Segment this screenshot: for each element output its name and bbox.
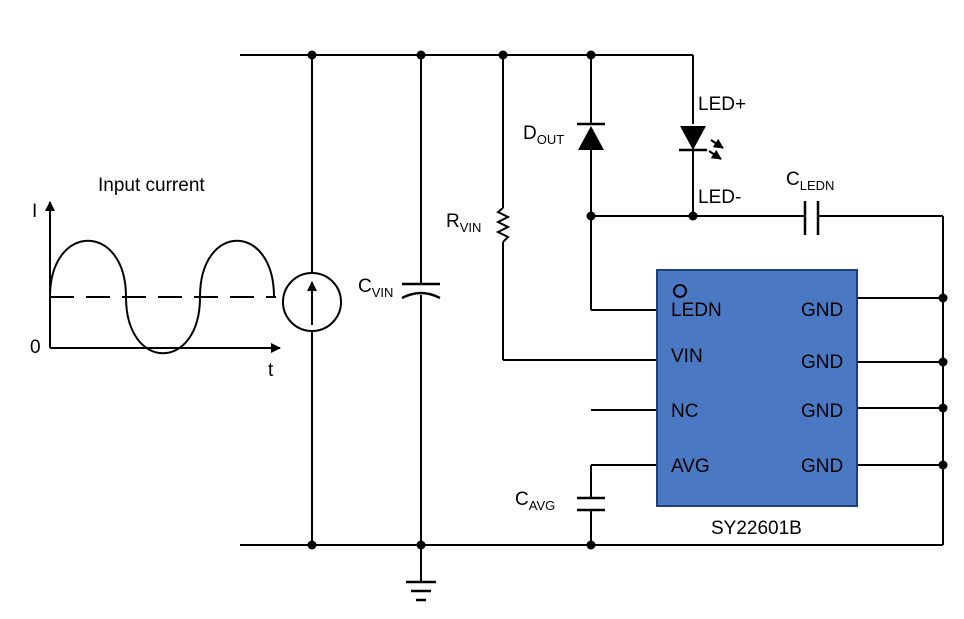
d-out-label: DOUT bbox=[523, 123, 564, 147]
ic-pin-vin: VIN bbox=[671, 346, 703, 367]
graph-title: Input current bbox=[98, 175, 205, 196]
capacitor-icon bbox=[803, 201, 820, 235]
graph-x-label: t bbox=[268, 360, 274, 381]
graph-y-label: I bbox=[32, 201, 37, 222]
ic-name: SY22601B bbox=[711, 518, 802, 539]
c-vin-label: CVIN bbox=[358, 276, 393, 300]
sine-wave-icon bbox=[49, 239, 275, 354]
ground-icon bbox=[406, 580, 436, 602]
pin1-marker-icon bbox=[673, 284, 687, 298]
ic-pin-avg: AVG bbox=[671, 456, 710, 477]
ic-pin-nc: NC bbox=[671, 401, 698, 422]
graph-origin-label: 0 bbox=[30, 337, 41, 358]
ic-pin-gnd: GND bbox=[801, 401, 843, 422]
input-current-graph: Input current I 0 t bbox=[30, 175, 281, 381]
c-ledn-label: CLEDN bbox=[786, 169, 834, 193]
resistor-icon bbox=[495, 207, 511, 243]
junction-dots bbox=[307, 50, 948, 550]
capacitor-icon bbox=[401, 282, 441, 300]
led-icon bbox=[679, 126, 724, 160]
led-plus-label: LED+ bbox=[698, 94, 746, 115]
ic-pin-gnd: GND bbox=[801, 456, 843, 477]
ic-pin-ledn: LEDN bbox=[671, 300, 722, 321]
diode-icon bbox=[577, 122, 605, 150]
current-source-icon bbox=[282, 272, 342, 332]
ic-chip: LEDN VIN NC AVG GND GND GND GND bbox=[656, 269, 858, 507]
led-minus-label: LED- bbox=[698, 187, 741, 208]
capacitor-icon bbox=[577, 496, 605, 512]
ic-pin-gnd: GND bbox=[801, 300, 843, 321]
r-vin-label: RVIN bbox=[446, 211, 481, 235]
ic-pin-gnd: GND bbox=[801, 352, 843, 373]
c-avg-label: CAVG bbox=[515, 489, 555, 513]
